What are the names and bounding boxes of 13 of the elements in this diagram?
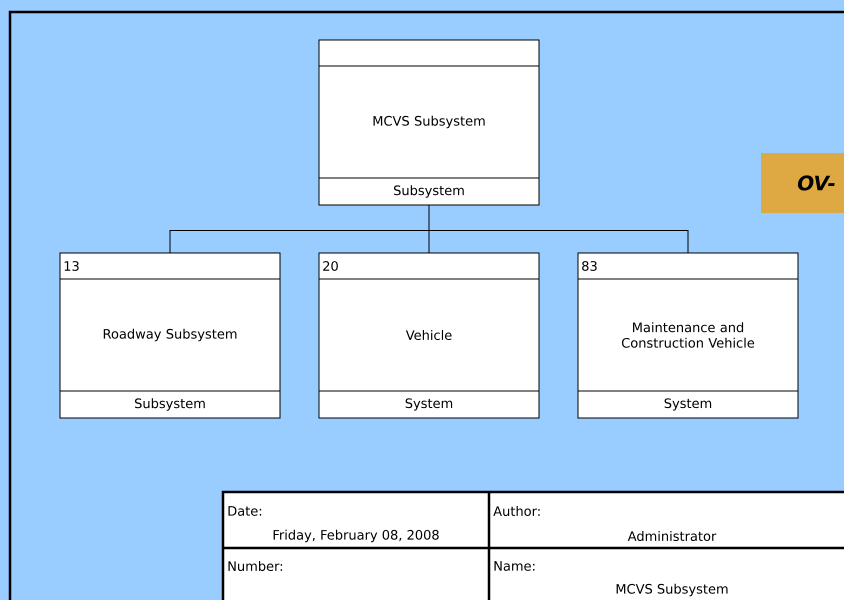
field-label: Name: [494, 561, 534, 571]
subsystem-box: 83 Maintenance and Construction Vehicle System [578, 252, 798, 418]
subsystem-box: MCVS Subsystem Subsystem [318, 40, 540, 206]
subsystem-box: 13 Roadway Subsystem Subsystem [60, 252, 280, 418]
title-banner: OV- [761, 153, 844, 213]
field-value: Friday, February 08, 2008 [274, 530, 439, 542]
field-label: Number: [228, 560, 282, 572]
field-label: Date: [228, 506, 262, 516]
field-value: MCVS Subsystem [616, 584, 728, 596]
subsystem-box: 20 Vehicle System [318, 252, 540, 418]
field-label: Author: [493, 506, 540, 516]
connector [428, 205, 688, 253]
field-value: Administrator [628, 530, 716, 542]
